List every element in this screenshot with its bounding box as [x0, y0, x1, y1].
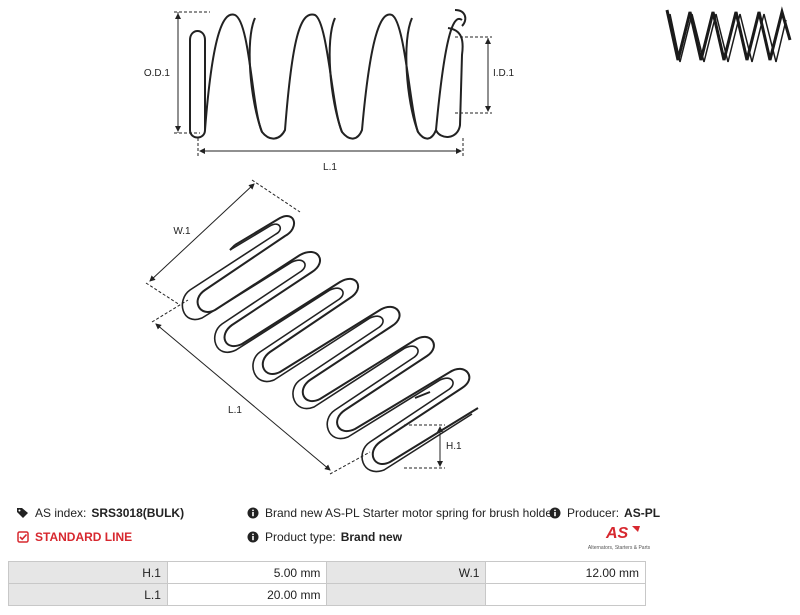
producer: Producer: AS-PL	[548, 506, 660, 520]
tags-icon	[16, 506, 30, 520]
product-type: Product type: Brand new	[246, 530, 402, 544]
logo-tagline: Alternators, Starters & Parts	[588, 545, 651, 551]
spec-value: 12.00 mm	[485, 561, 646, 584]
spring-technical-drawing: O.D.1 I.D.1 L.1 W.1 L.1 H.1	[144, 6, 792, 475]
spec-label: W.1	[326, 561, 487, 584]
spring-photo	[665, 6, 792, 63]
checkbox-checked-icon	[16, 530, 30, 544]
info-icon	[246, 506, 260, 520]
logo-text: AS	[605, 525, 629, 542]
spec-value	[485, 583, 646, 606]
as-index-label: AS index:	[35, 506, 87, 520]
standard-line: STANDARD LINE	[16, 530, 132, 544]
as-index: AS index: SRS3018(BULK)	[16, 506, 184, 520]
table-row: H.1 5.00 mm W.1 12.00 mm	[8, 561, 646, 584]
product-type-label: Product type:	[265, 530, 336, 544]
h1-label: H.1	[446, 441, 462, 452]
spec-value: 20.00 mm	[166, 583, 328, 606]
product-type-value: Brand new	[340, 530, 403, 544]
spec-value: 5.00 mm	[166, 561, 328, 584]
top-dimension-lines	[174, 11, 492, 156]
spec-table: H.1 5.00 mm W.1 12.00 mm L.1 20.00 mm	[8, 561, 646, 606]
bottom-dimension-lines	[145, 179, 445, 475]
as-pl-logo: AS Alternators, Starters & Parts	[588, 525, 651, 551]
spring-side-view	[189, 9, 467, 140]
info-icon	[246, 530, 260, 544]
od-label: O.D.1	[144, 68, 171, 79]
producer-label: Producer:	[567, 506, 620, 520]
spec-label: L.1	[8, 583, 168, 606]
description-text: Brand new AS-PL Starter motor spring for…	[265, 506, 557, 520]
l1-top-label: L.1	[323, 162, 337, 173]
product-info: AS index: SRS3018(BULK) STANDARD LINE Br…	[0, 500, 800, 560]
description: Brand new AS-PL Starter motor spring for…	[246, 506, 556, 520]
table-row: L.1 20.00 mm	[8, 583, 646, 606]
standard-line-label: STANDARD LINE	[35, 530, 133, 544]
w1-label: W.1	[173, 226, 191, 237]
id-label: I.D.1	[493, 68, 515, 79]
producer-value: AS-PL	[624, 506, 661, 520]
l1-bottom-label: L.1	[228, 405, 242, 416]
info-icon	[548, 506, 562, 520]
flat-spring-view	[181, 215, 479, 473]
as-index-value: SRS3018(BULK)	[91, 506, 185, 520]
spec-label	[326, 583, 487, 606]
spec-label: H.1	[8, 561, 168, 584]
